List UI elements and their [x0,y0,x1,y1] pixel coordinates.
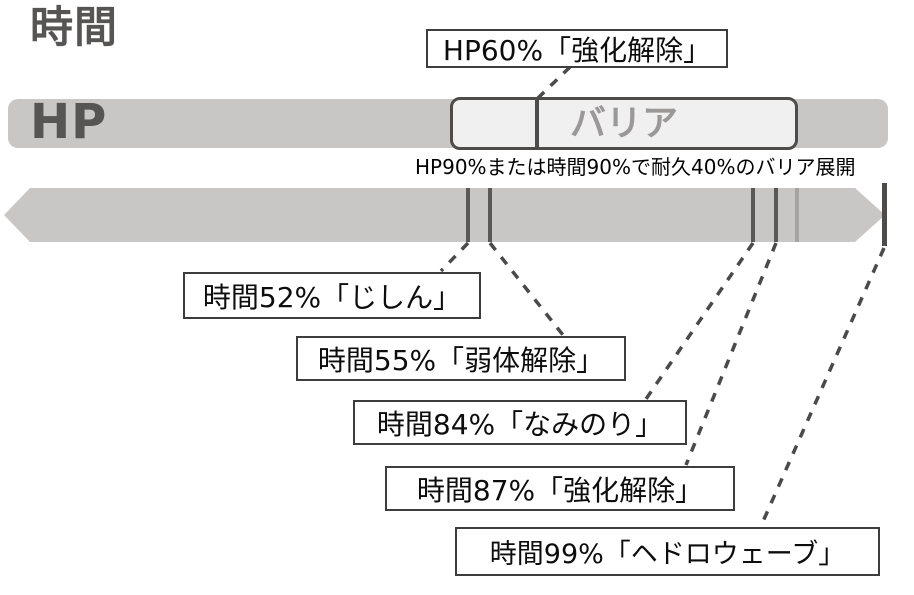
tick-time99 [882,183,887,246]
callout-time87-dispel: 時間87%「強化解除」 [385,466,735,511]
barrier-note: HP90%または時間90%で耐久40%のバリア展開 [415,155,856,179]
tick-time52 [466,188,470,242]
connector-time52 [439,241,470,273]
connector-time55 [488,241,565,337]
connector-time84 [644,242,755,400]
tick-time87 [774,188,778,242]
barrier-region: バリア [450,97,798,150]
callout-time84-surf: 時間84%「なみのり」 [353,400,687,445]
callout-time52-earthquake: 時間52%「じしん」 [183,272,481,319]
connector-time87 [684,242,778,466]
connector-hp60 [536,65,572,100]
callout-time55-debuff-clear: 時間55%「弱体解除」 [296,336,626,381]
barrier-label: バリア [569,102,678,144]
time-bar [4,188,885,242]
tick-time90-barrier [795,188,799,242]
tick-time55 [488,188,492,242]
tick-time84 [751,188,755,242]
callout-hp60-dispel: HP60%「強化解除」 [426,29,728,68]
hp-bar-label: HP [30,94,108,150]
time-bar-label: 時間 [30,3,118,53]
hp60-marker-tick [535,97,539,150]
connector-time99 [759,247,886,527]
callout-time99-sludge-wave: 時間99%「ヘドロウェーブ」 [455,527,880,576]
